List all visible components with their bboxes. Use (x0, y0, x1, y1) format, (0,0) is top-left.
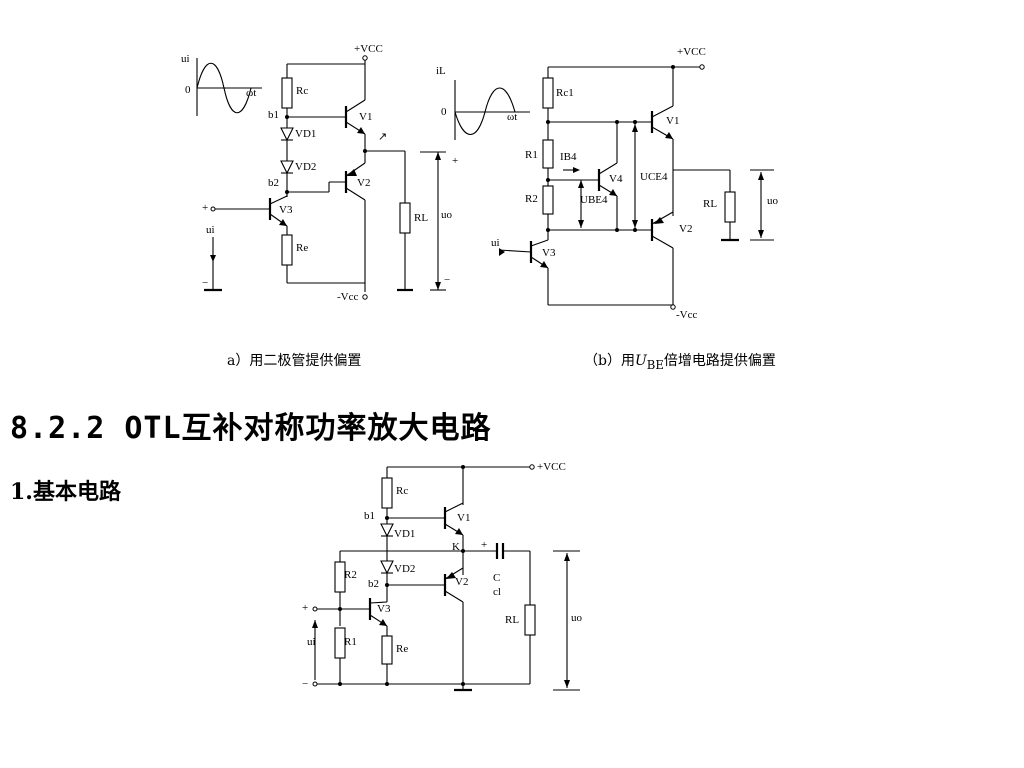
figure-a-caption: a）用二极管提供偏置 (227, 353, 362, 369)
figure-c-diagram: +VCC Rc b1 V1 VD1 K VD2 b2 (302, 461, 583, 692)
fb-v1-label: V1 (666, 115, 679, 127)
fa-v1-label: V1 (359, 111, 372, 123)
figure-b-caption-sub: BE (646, 357, 664, 372)
fc-vd2-label: VD2 (394, 563, 415, 575)
fa-re-label: Re (296, 242, 308, 254)
fc-v1-label: V1 (457, 512, 470, 524)
svg-text:↗: ↗ (378, 131, 387, 143)
fc-v3-label: V3 (377, 603, 391, 615)
fb-ube4-label: UBE4 (580, 194, 608, 206)
fc-in-plus: + (302, 602, 308, 614)
fa-vd2-label: VD2 (295, 161, 316, 173)
fa-vcc-top: +VCC (354, 43, 383, 55)
fb-il-label: iL (436, 65, 446, 77)
subsection-heading: 1.基本电路 (10, 479, 121, 505)
fb-ib4-label: IB4 (560, 151, 577, 163)
fa-v3-label: V3 (279, 204, 293, 216)
fc-in-minus: − (302, 678, 308, 690)
fc-vcc-label: +VCC (537, 461, 566, 473)
fc-v2-label: V2 (455, 576, 468, 588)
fa-v2-label: V2 (357, 177, 370, 189)
figure-a-diagram: ui 0 ωt +VCC Rc b1 V1 VD1 VD2 b2 (181, 43, 458, 303)
fa-rl-label: RL (414, 212, 428, 224)
fb-r1-label: R1 (525, 149, 538, 161)
fa-in-plus: + (202, 202, 208, 214)
fb-uce4-label: UCE4 (640, 171, 668, 183)
fc-b2-label: b2 (368, 578, 379, 590)
fc-plus-cap: + (481, 539, 487, 551)
fb-vcc-bot: -Vcc (676, 309, 697, 321)
fc-b1-label: b1 (364, 510, 375, 522)
fa-wt-label: ωt (246, 87, 256, 99)
fa-ui-in-label: ui (206, 224, 215, 236)
fa-minus-label: − (444, 274, 450, 286)
fa-vd1-label: VD1 (295, 128, 316, 140)
fa-zero-label: 0 (185, 84, 191, 96)
fc-c-label: C (493, 572, 500, 584)
fa-uo-label: uo (441, 209, 453, 221)
fc-ui-label: ui (307, 636, 316, 648)
fc-vd1-label: VD1 (394, 528, 415, 540)
fa-vcc-bot: -Vcc (337, 291, 358, 303)
fc-r1-label: R1 (344, 636, 357, 648)
fc-k-label: K (452, 541, 460, 553)
fa-in-minus: − (202, 277, 208, 289)
fc-cl-label: cl (493, 586, 501, 598)
figure-b-diagram: iL 0 ωt +VCC Rc1 V1 R1 IB4 (436, 46, 779, 321)
fb-r2-label: R2 (525, 193, 538, 205)
figure-b-caption-prefix: （b）用 (584, 353, 635, 369)
fa-b1-label: b1 (268, 109, 279, 121)
fb-wt-label: ωt (507, 111, 517, 123)
fb-uo-label: uo (767, 195, 779, 207)
fc-uo-label: uo (571, 612, 583, 624)
figure-b-caption-var: U (634, 353, 647, 369)
fb-zero-label: 0 (441, 106, 447, 118)
figure-b-caption: （b）用UBE倍增电路提供偏置 (584, 350, 776, 372)
fa-plus-label: + (452, 155, 458, 167)
fc-r2-label: R2 (344, 569, 357, 581)
fb-rc1-label: Rc1 (556, 87, 574, 99)
fb-v2-label: V2 (679, 223, 692, 235)
fa-rc-label: Rc (296, 85, 308, 97)
fc-rc-label: Rc (396, 485, 408, 497)
fa-b2-label: b2 (268, 177, 279, 189)
fb-v3-label: V3 (542, 247, 556, 259)
section-heading: 8.2.2 OTL互补对称功率放大电路 (10, 411, 492, 446)
fb-ui-label: ui (491, 237, 500, 249)
fa-ui-label: ui (181, 53, 190, 65)
fc-rl-label: RL (505, 614, 519, 626)
fc-re-label: Re (396, 643, 408, 655)
fb-vcc-top: +VCC (677, 46, 706, 58)
figure-b-caption-suffix: 倍增电路提供偏置 (663, 353, 776, 369)
fb-rl-label: RL (703, 198, 717, 210)
fb-v4-label: V4 (609, 173, 623, 185)
